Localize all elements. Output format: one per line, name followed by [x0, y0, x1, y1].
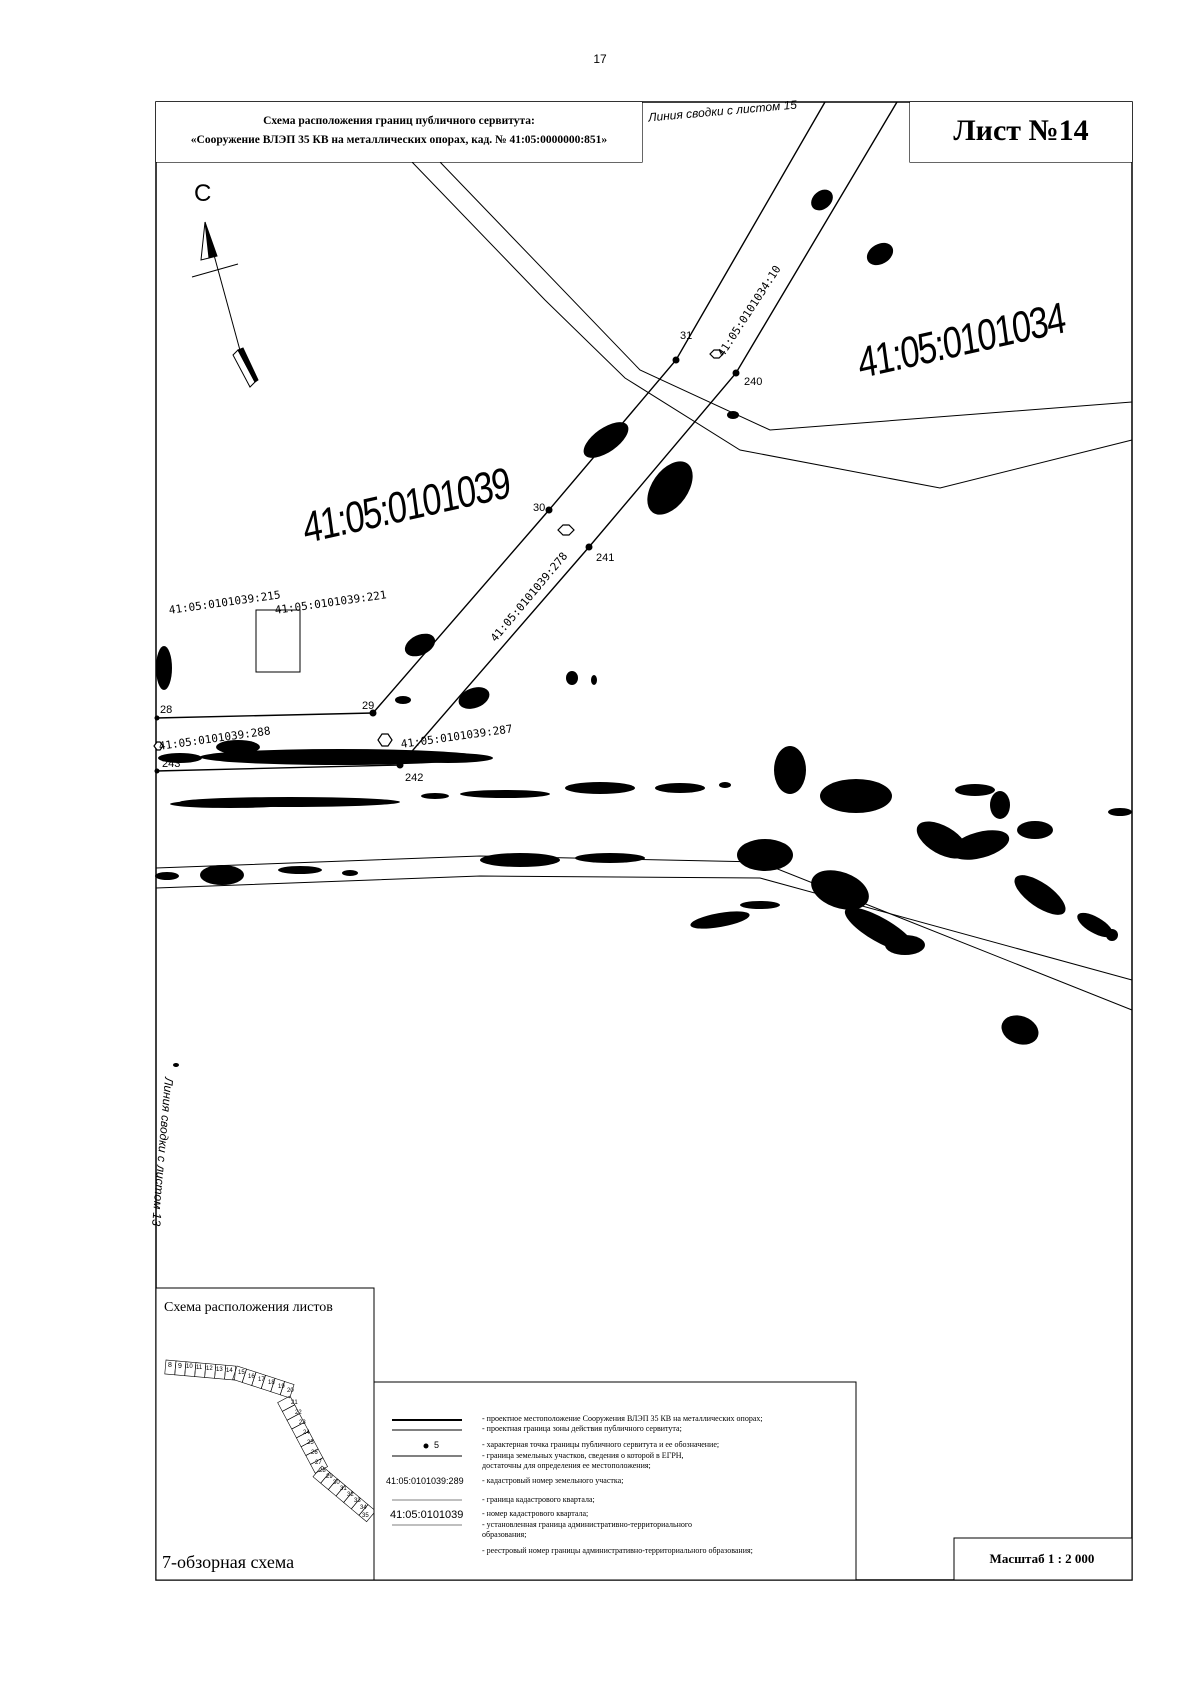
- legend-item: - граница кадастрового квартала;: [482, 1495, 595, 1504]
- overview-sheet-18: 18: [268, 1380, 275, 1386]
- legend-item: - номер кадастрового квартала;: [482, 1509, 589, 1518]
- overview-sheet-31: 31: [340, 1486, 347, 1492]
- overview-caption: 7-обзорная схема: [162, 1552, 295, 1572]
- overview-sheet-13: 13: [216, 1367, 223, 1373]
- overview-sheet-26: 26: [311, 1450, 318, 1456]
- overview-box: [155, 1287, 375, 1581]
- point-label-30: 30: [533, 502, 546, 514]
- point-label-240: 240: [744, 376, 763, 388]
- overview-sheet-34: 34: [360, 1505, 367, 1511]
- overview-sheet-32: 32: [347, 1492, 354, 1498]
- overview-title: Схема расположения листов: [164, 1300, 333, 1315]
- legend-parcel-example: 41:05:0101039:289: [386, 1476, 464, 1486]
- legend-item: - реестровый номер границы административ…: [482, 1546, 753, 1555]
- legend-item: - кадастровый номер земельного участка;: [482, 1476, 624, 1485]
- north-arrow-icon: [191, 221, 259, 388]
- map-title-line2: «Сооружение ВЛЭП 35 КВ на металлических …: [190, 134, 608, 146]
- overview-sheet-29: 29: [326, 1474, 333, 1480]
- overview-sheet-15: 15: [238, 1370, 245, 1376]
- point-label-31: 31: [680, 330, 693, 342]
- scale-label: Масштаб 1 : 2 000: [989, 1551, 1095, 1566]
- overview-sheet-14: 14: [226, 1368, 233, 1374]
- overview-sheet-30: 30: [333, 1480, 340, 1486]
- overview-sheet-19: 19: [278, 1384, 285, 1390]
- legend-point-example: 5: [434, 1440, 440, 1450]
- legend-quarter-example: 41:05:0101039: [390, 1509, 464, 1521]
- legend-symbols: [392, 1419, 462, 1526]
- parcel-221-outline: [255, 609, 301, 673]
- overview-sheet-8: 8: [168, 1362, 172, 1369]
- overview-sheet-9: 9: [178, 1363, 182, 1370]
- legend-item: достаточны для определения ее местополож…: [482, 1461, 651, 1470]
- point-label-242: 242: [405, 772, 424, 784]
- overview-sheet-33: 33: [354, 1498, 361, 1504]
- legend-item: - установленная граница административно-…: [482, 1520, 693, 1529]
- overview-sheet-12: 12: [206, 1366, 213, 1372]
- overview-sheet-22: 22: [295, 1410, 302, 1416]
- quarter-boundaries: [155, 161, 1133, 1011]
- overview-sheet-10: 10: [186, 1364, 193, 1370]
- servitude-corridor: [155, 101, 898, 772]
- page-number: 17: [593, 52, 607, 66]
- point-label-241: 241: [596, 552, 615, 564]
- overview-sheet-35: 35: [362, 1513, 369, 1519]
- overview-sheet-16: 16: [248, 1374, 255, 1380]
- sheet-label: Лист №14: [910, 102, 1132, 162]
- legend-item: - характерная точка границы публичного с…: [482, 1440, 720, 1449]
- overview-sheet-17: 17: [258, 1377, 265, 1383]
- overview-sheet-11: 11: [196, 1365, 203, 1371]
- overview-sheet-24: 24: [303, 1430, 310, 1436]
- servitude-points: [154, 356, 740, 774]
- overview-sheet-27: 27: [315, 1460, 322, 1466]
- legend-box: [373, 1381, 857, 1581]
- overview-sheet-25: 25: [307, 1440, 314, 1446]
- overview-sheet-23: 23: [299, 1420, 306, 1426]
- scale-frame: [953, 1537, 1133, 1581]
- overview-sheet-20: 20: [287, 1388, 294, 1394]
- terrain-blobs: [155, 189, 1132, 1067]
- point-label-28: 28: [160, 704, 173, 716]
- pole-symbols: [153, 349, 724, 751]
- legend-item: образования;: [482, 1530, 527, 1539]
- point-label-243: 243: [162, 758, 181, 770]
- north-label: С: [194, 180, 212, 207]
- map-title: Схема расположения границ публичного сер…: [156, 102, 642, 162]
- legend-item: - граница земельных участков, сведения о…: [482, 1451, 684, 1460]
- point-label-29: 29: [362, 700, 375, 712]
- legend-item: - проектное местоположение Сооружения ВЛ…: [482, 1414, 763, 1423]
- overview-sheet-21: 21: [291, 1400, 298, 1406]
- map-title-line1: Схема расположения границ публичного сер…: [263, 115, 535, 127]
- overview-sheet-28: 28: [319, 1468, 326, 1474]
- overview-sheet-chain: [164, 1359, 377, 1523]
- legend-item: - проектная граница зоны действия публич…: [482, 1424, 682, 1433]
